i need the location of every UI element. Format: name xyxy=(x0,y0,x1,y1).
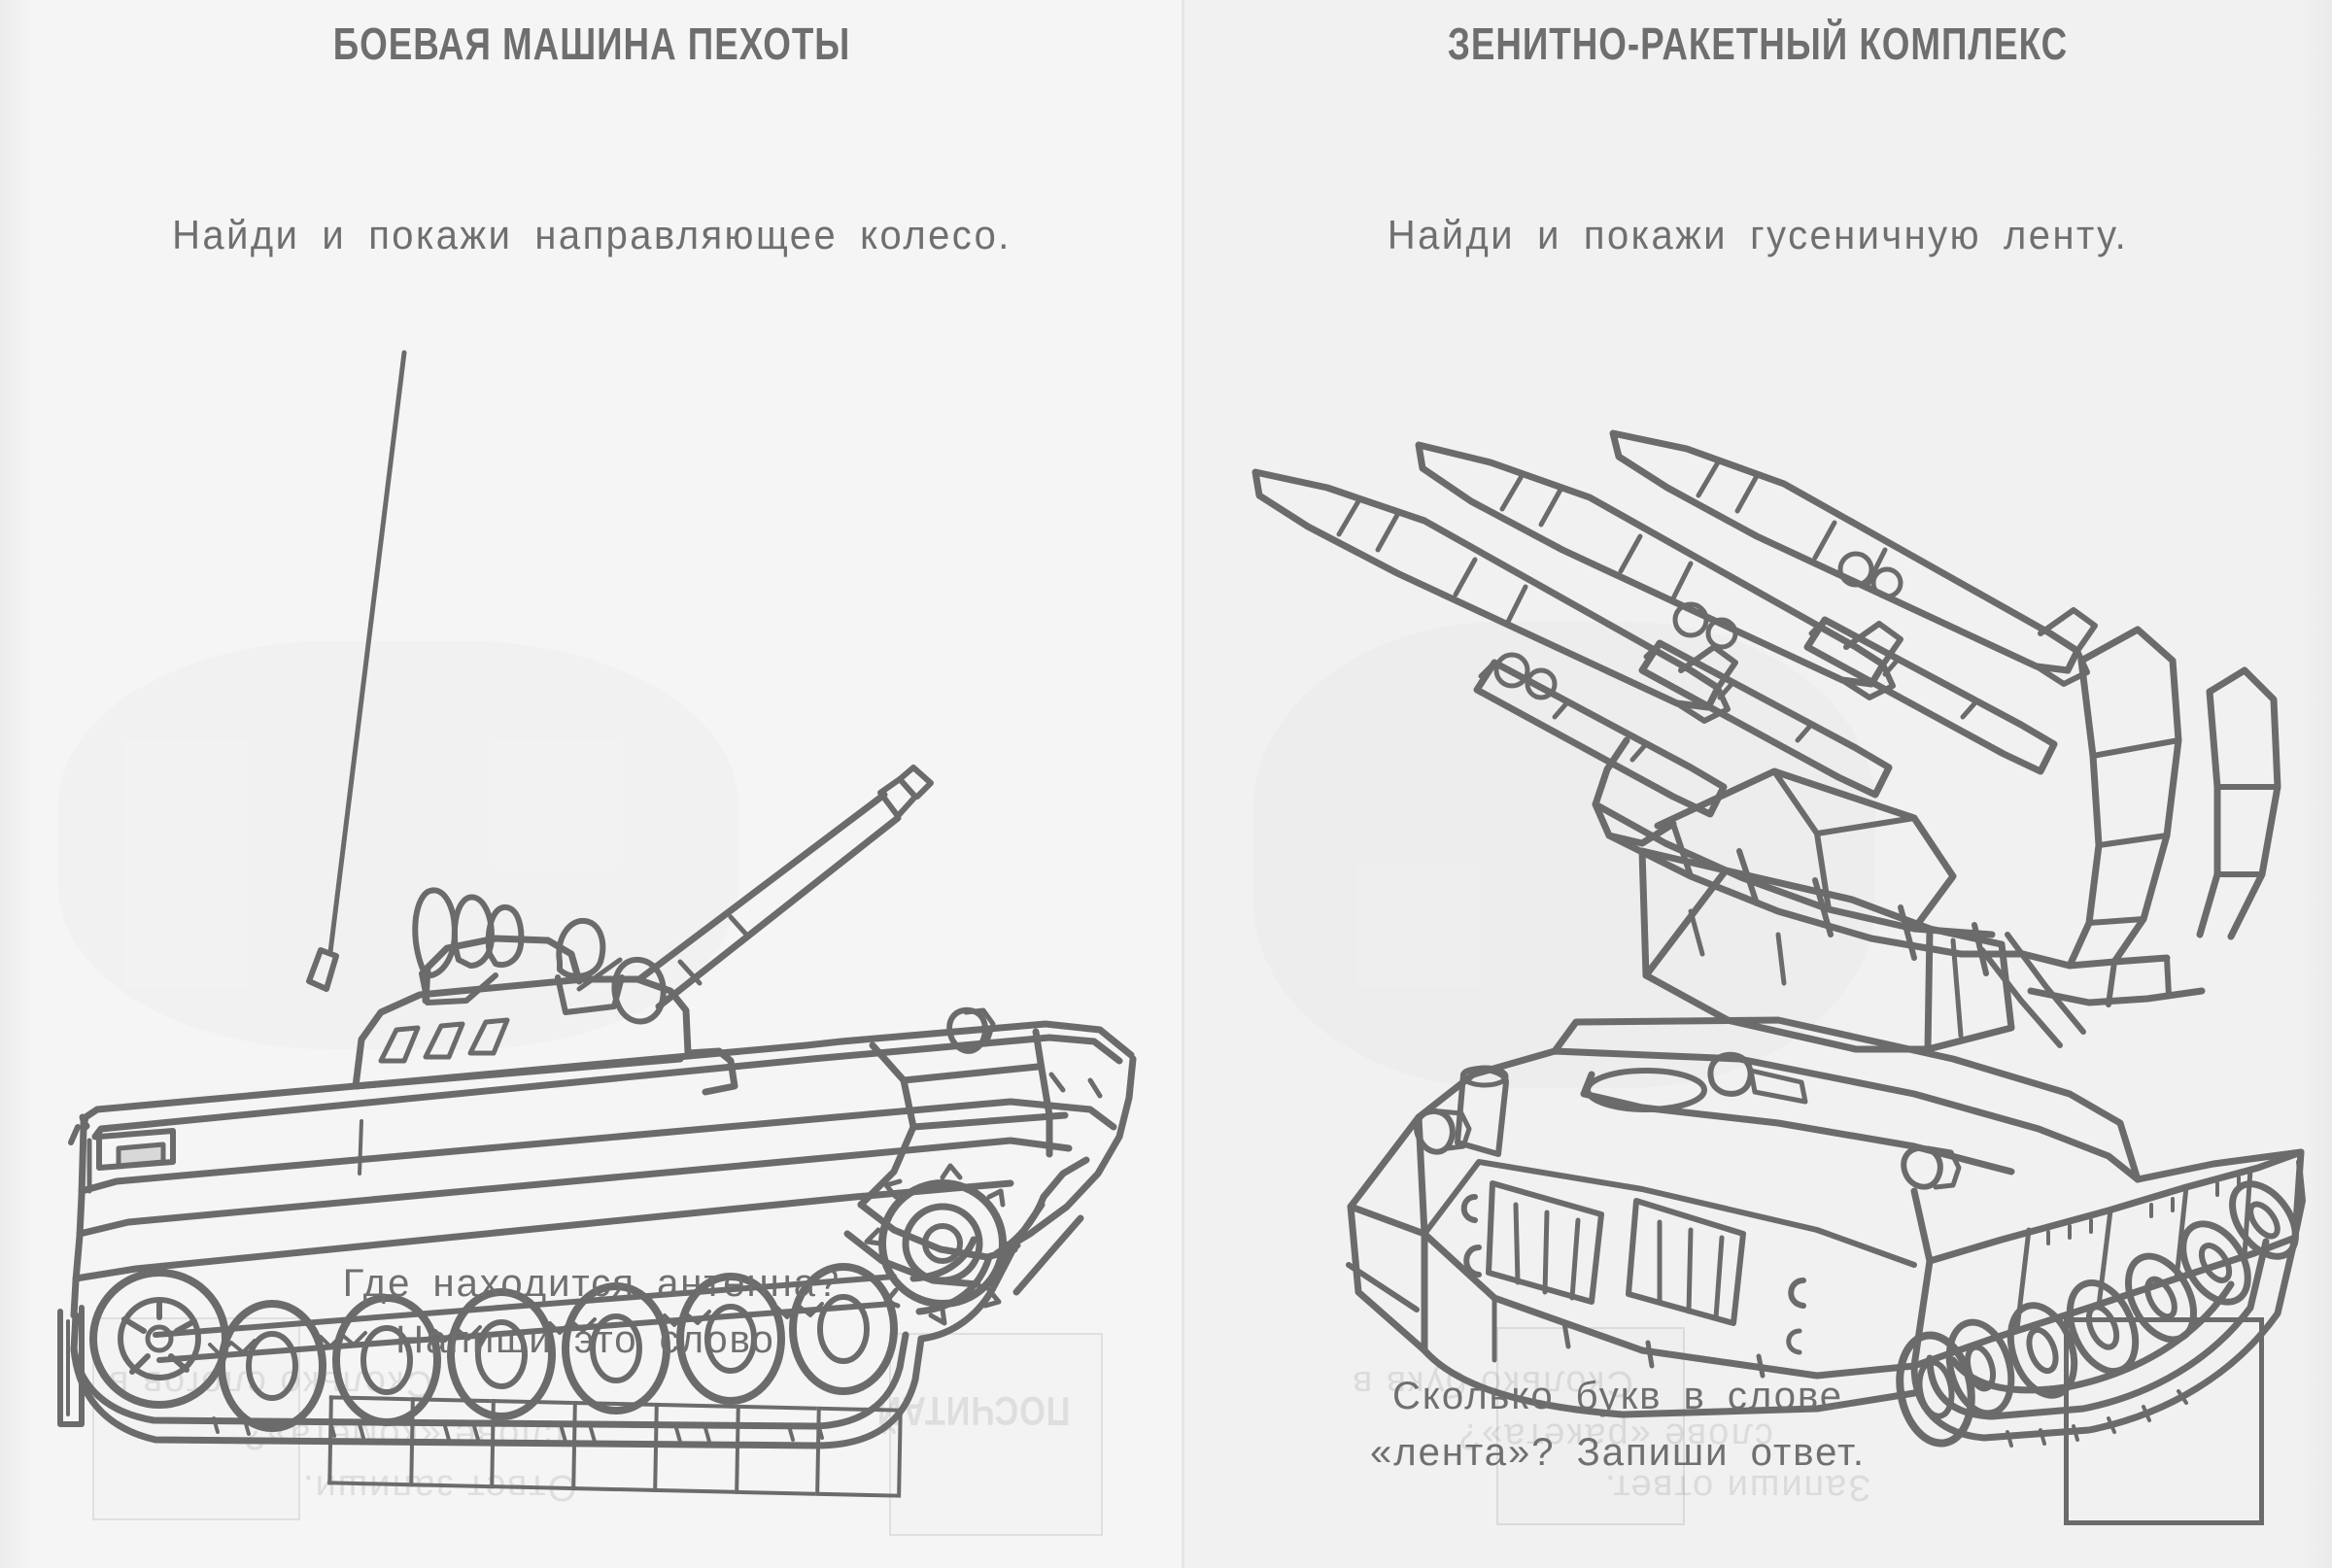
ghost-answer-box-mid xyxy=(889,1333,1103,1536)
word-cell-2[interactable] xyxy=(408,1397,493,1489)
word-answer-grid[interactable] xyxy=(327,1395,903,1498)
number-answer-box[interactable] xyxy=(2064,1317,2264,1525)
infantry-fighting-vehicle-illustration xyxy=(39,350,1166,1449)
right-question-line-2: «лента»? Запиши ответ. xyxy=(1369,1431,1866,1474)
left-edge-shadow xyxy=(0,0,33,1568)
word-cell-5[interactable] xyxy=(653,1402,737,1494)
left-question-line-2: Напиши это слово. xyxy=(395,1318,788,1361)
right-question-line-1: Сколько букв в слове xyxy=(1391,1375,1844,1417)
right-edge-shadow xyxy=(2303,0,2332,1568)
word-cell-3[interactable] xyxy=(490,1399,574,1490)
word-cell-4[interactable] xyxy=(571,1401,655,1492)
right-page-title: ЗЕНИТНО-РАКЕТНЫЙ КОМПЛЕКС xyxy=(1447,18,2069,69)
left-page-title: БОЕВАЯ МАШИНА ПЕХОТЫ xyxy=(332,18,851,69)
left-page-question: Где находится антенна? Напиши это слово. xyxy=(0,1255,1183,1368)
surface-to-air-missile-system-illustration xyxy=(1234,379,2322,1448)
left-question-line-1: Где находится антенна? xyxy=(342,1262,841,1305)
ghost-title-left: ПОСЧИТАЙ xyxy=(875,1388,1071,1434)
right-page-instruction: Найди и покажи гусеничную ленту. xyxy=(1387,212,2129,257)
page-gutter xyxy=(1182,0,1184,1568)
word-cell-1[interactable] xyxy=(327,1395,411,1487)
ghost-answer-box-right xyxy=(1496,1327,1685,1525)
right-page-question: Сколько букв в слове «лента»? Запиши отв… xyxy=(1210,1368,2026,1481)
word-cell-7[interactable] xyxy=(815,1406,903,1498)
left-page-instruction: Найди и покажи направляющее колесо. xyxy=(172,212,1012,257)
word-cell-6[interactable] xyxy=(734,1404,818,1496)
